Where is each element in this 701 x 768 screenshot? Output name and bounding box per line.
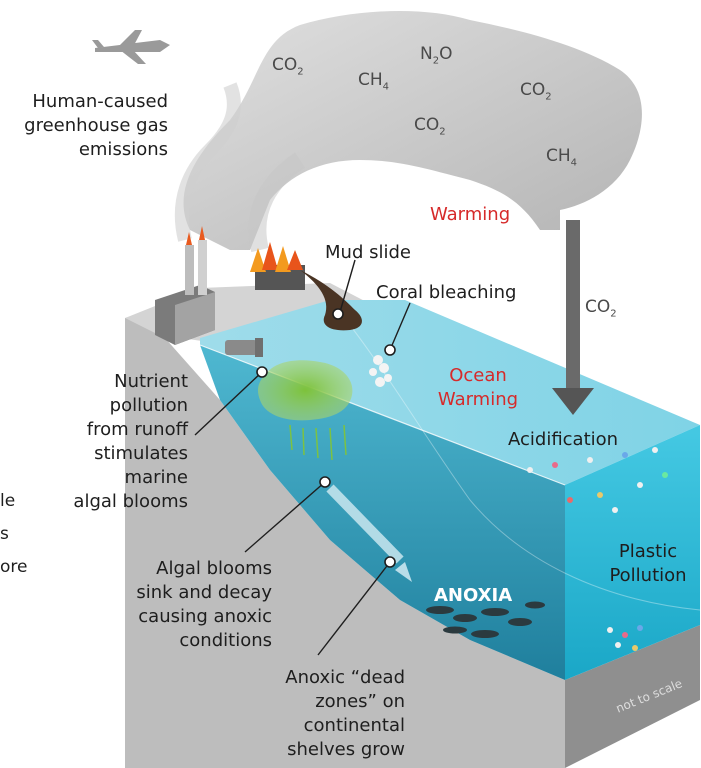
gas-co2-2: CO2 [520,80,552,103]
gas-ch4-2: CH4 [546,146,578,169]
dead-fish-cluster [426,601,545,638]
cropped-text-fragments: le s ore [0,491,28,577]
coral-bleaching-label: Coral bleaching [376,282,517,303]
gas-co2-4: CO2 [585,297,617,320]
gas-co2-1: CO2 [272,55,304,78]
ocean-warming-label: Ocean Warming [437,365,519,410]
bleached-coral-icon [369,355,392,387]
sinking-arrow [326,484,412,582]
gas-ch4-1: CH4 [358,70,390,93]
algal-bloom [257,360,353,461]
shelf-water [200,345,565,680]
factory-icon [155,226,215,345]
algal-sink-label: Algal blooms sink and decay causing anox… [136,558,272,651]
ocean-right-face [565,425,700,680]
mud-slide-label: Mud slide [325,242,411,263]
land-right-wall [565,625,700,768]
plastic-debris-surface [527,447,668,513]
leader-markers [256,308,396,568]
ocean-surface [200,300,700,485]
plastic-pollution-label: Plastic Pollution [609,541,687,586]
forest-fire-icon [250,242,305,290]
warming-label: Warming [430,204,511,225]
leader-lines [194,259,411,656]
nutrient-pollution-label: Nutrient pollution from runoff stimulate… [73,371,188,512]
co2-downward-arrow [552,220,594,415]
mud-slide-shape [300,270,362,331]
runoff-pipe-icon [225,338,263,357]
plastic-debris-seafloor [607,625,643,651]
acidification-label: Acidification [508,429,619,450]
emissions-label: Human-caused greenhouse gas emissions [24,91,168,160]
anoxia-label: ANOXIA [434,585,513,606]
airplane-icon [92,30,170,64]
gas-co2-3: CO2 [414,115,446,138]
land-front-wall [125,318,565,768]
gas-n2o: N2O [420,44,453,67]
smoke-plume [174,10,642,253]
dead-zones-label: Anoxic “dead zones” on continental shelv… [285,667,405,760]
